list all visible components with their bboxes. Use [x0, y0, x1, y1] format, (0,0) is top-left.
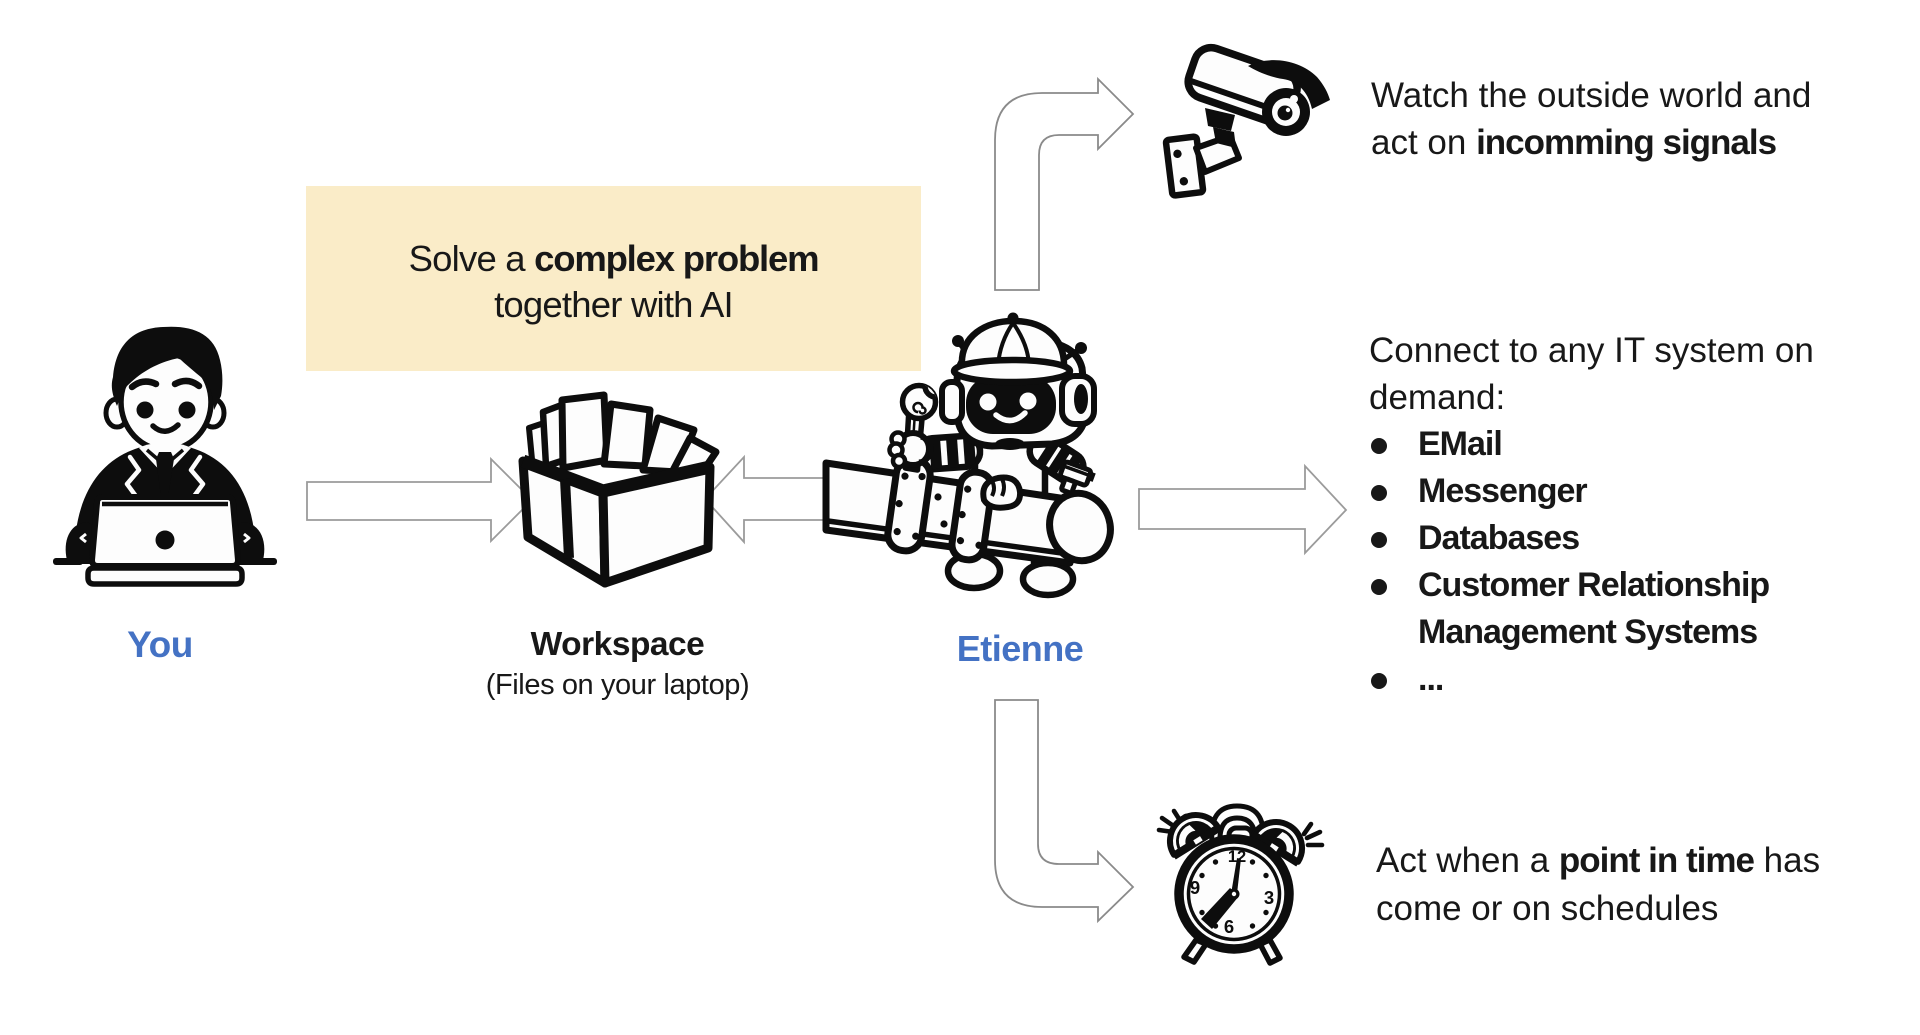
svg-text:6: 6: [1224, 916, 1234, 937]
svg-text:9: 9: [1190, 877, 1200, 898]
svg-text:12: 12: [1228, 848, 1246, 866]
svg-text:3: 3: [1264, 887, 1274, 908]
